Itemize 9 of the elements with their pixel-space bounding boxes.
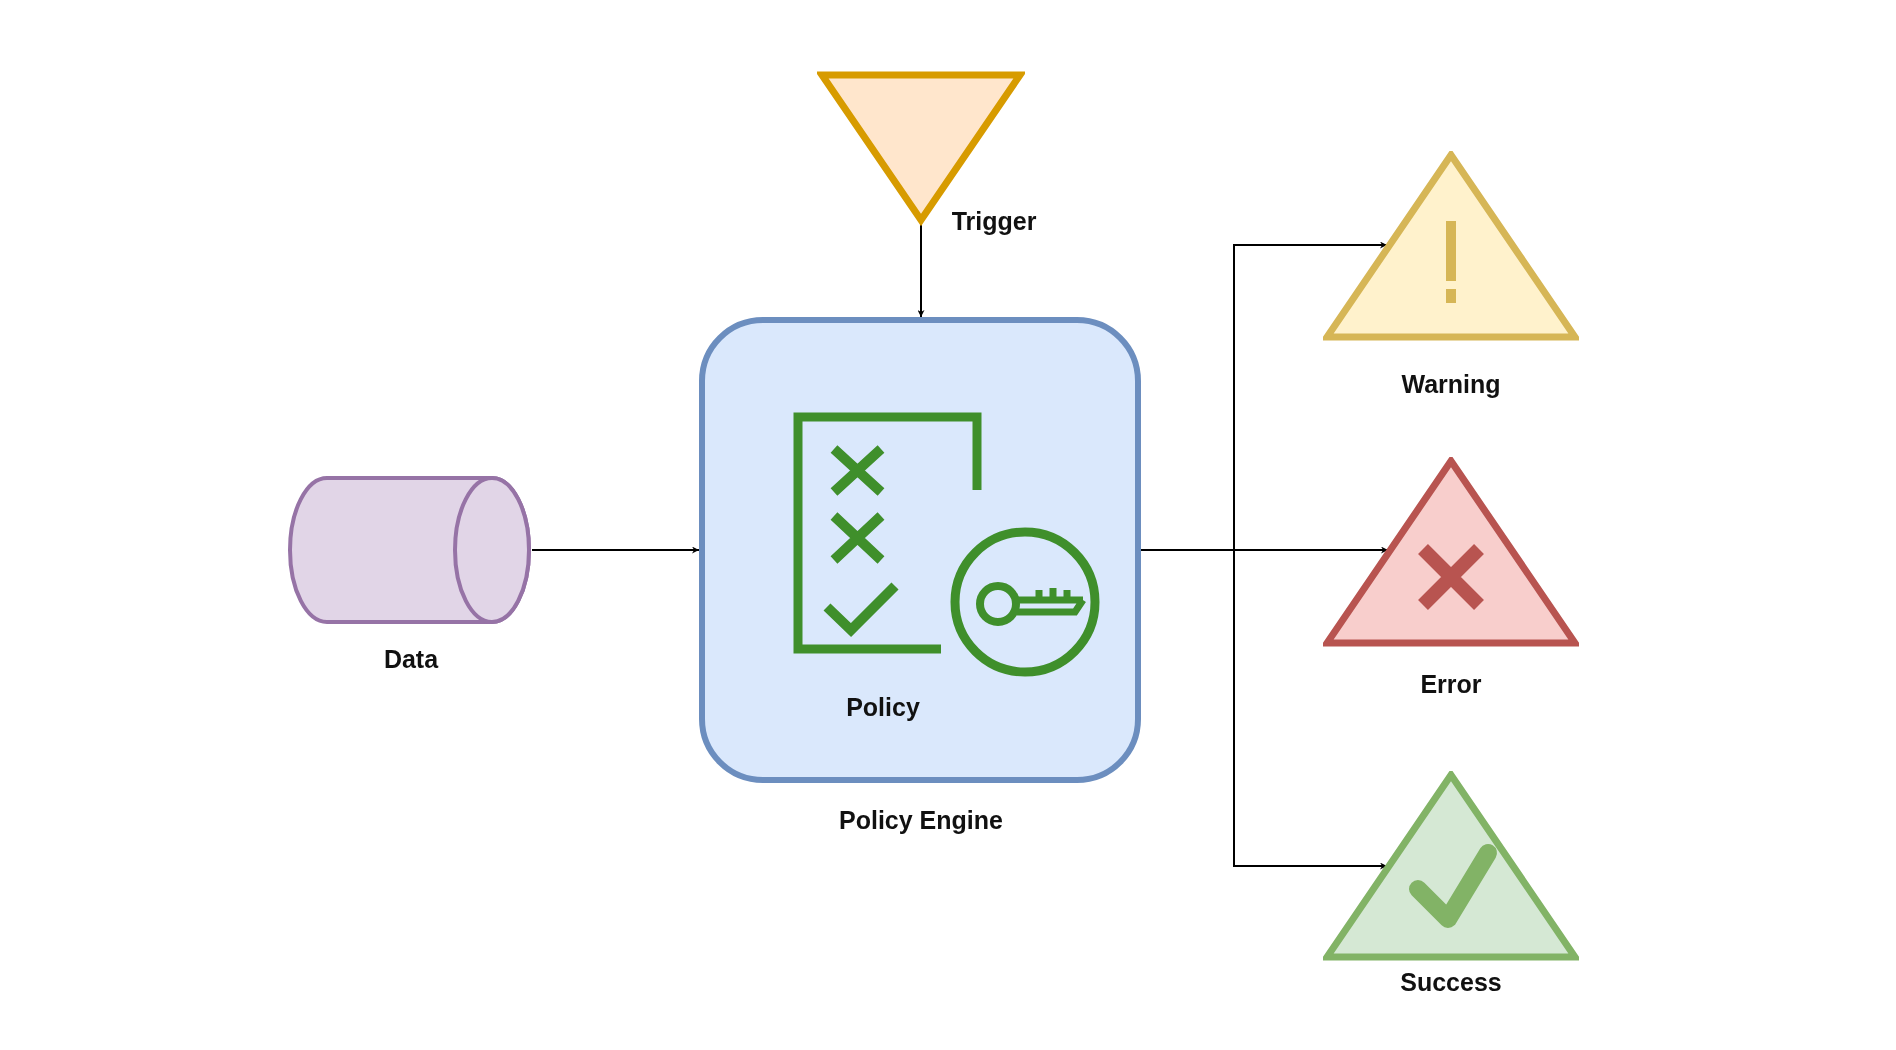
node-label: Trigger bbox=[951, 208, 1037, 234]
node-label: Warning bbox=[1401, 371, 1501, 397]
node-label: Policy bbox=[846, 694, 920, 720]
node-label: Policy Engine bbox=[839, 807, 1003, 833]
node-label: Error bbox=[1420, 671, 1482, 697]
arrow bbox=[531, 546, 700, 554]
node-label: Success bbox=[1400, 969, 1502, 995]
arrow bbox=[917, 223, 925, 318]
node-label: Data bbox=[383, 646, 439, 672]
